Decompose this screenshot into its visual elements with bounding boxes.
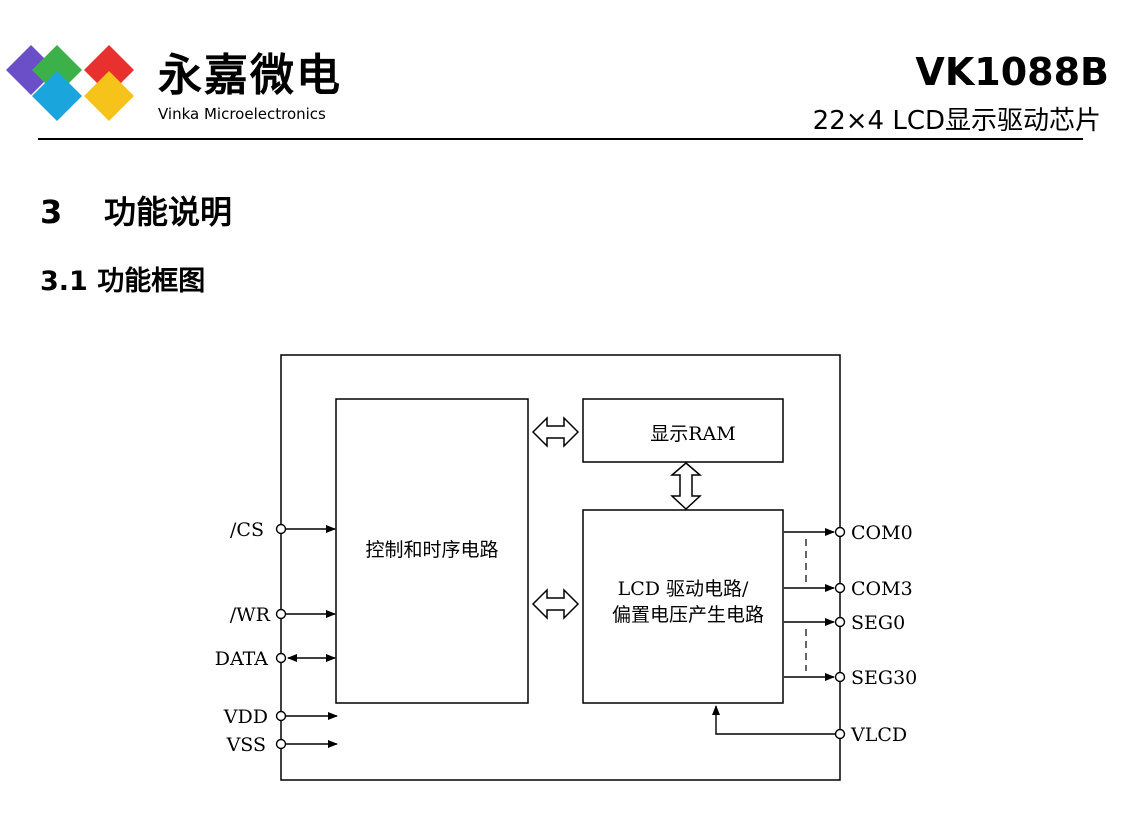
pin-seg30-label: SEG30 [851, 667, 917, 689]
pin-vss: VSS [226, 734, 338, 756]
pin-com3: COM3 [784, 578, 913, 600]
pin-vlcd-terminal [834, 728, 846, 740]
logo-green-diamond [32, 45, 82, 95]
pin-seg30-terminal [834, 671, 846, 683]
pin-vdd-label: VDD [223, 706, 268, 728]
pin-com3-terminal [834, 582, 846, 594]
lcd-driver-block [582, 509, 784, 704]
pin-cs-label: /CS [230, 519, 264, 541]
pin-seg0-label: SEG0 [851, 612, 905, 634]
pin-seg0-terminal [834, 616, 846, 628]
control-timing-label: 控制和时序电路 [365, 539, 498, 561]
pin-vss-terminal [275, 738, 287, 750]
pin-cs: /CS [230, 519, 336, 541]
header-divider [38, 138, 1083, 140]
section-title: 功能说明 [104, 193, 233, 231]
logo-red-diamond [84, 45, 134, 95]
brand-name-chinese: 永嘉微电 [158, 50, 342, 101]
section-number: 3 [40, 193, 63, 231]
pin-cs-terminal [275, 523, 287, 535]
logo-cyan-diamond [32, 71, 82, 121]
part-number: VK1088B [915, 50, 1109, 94]
pin-com0: COM0 [784, 522, 913, 544]
pin-com0-label: COM0 [851, 522, 913, 544]
pin-wr-terminal [275, 608, 287, 620]
pin-vss-label: VSS [226, 734, 266, 756]
pin-vlcd: VLCD [712, 705, 907, 746]
pin-data: DATA [215, 648, 336, 670]
pin-data-label: DATA [215, 648, 269, 670]
pin-vdd-terminal [275, 710, 287, 722]
pin-vdd: VDD [223, 706, 338, 728]
lcd-driver-label-2: 偏置电压产生电路 [612, 604, 764, 626]
display-ram-label: 显示RAM [650, 423, 735, 445]
pin-wr-label: /WR [230, 604, 271, 626]
control-ram-bus-arrow [531, 416, 580, 448]
part-subtitle: 22×4 LCD显示驱动芯片 [812, 106, 1101, 136]
logo-purple-diamond [6, 45, 56, 95]
pin-com3-label: COM3 [851, 578, 913, 600]
display-ram-block [582, 398, 784, 463]
pin-seg30: SEG30 [784, 667, 917, 689]
pin-wr: /WR [230, 604, 336, 626]
chip-outline [280, 354, 841, 781]
lcd-driver-label-1: LCD 驱动电路/ [618, 578, 749, 600]
control-driver-bus-arrow [531, 588, 580, 620]
pin-vlcd-label: VLCD [850, 724, 907, 746]
ram-driver-bus-arrow [669, 462, 703, 511]
pin-com0-terminal [834, 526, 846, 538]
brand-name-english: Vinka Microelectronics [158, 105, 326, 123]
logo-yellow-diamond [84, 71, 134, 121]
subsection-title: 3.1 功能框图 [40, 266, 206, 297]
control-timing-block [335, 398, 529, 704]
pin-vlcd-arrow [712, 705, 835, 735]
company-logo-icon [6, 45, 134, 121]
pin-seg0: SEG0 [784, 612, 905, 634]
pin-data-terminal [275, 652, 287, 664]
